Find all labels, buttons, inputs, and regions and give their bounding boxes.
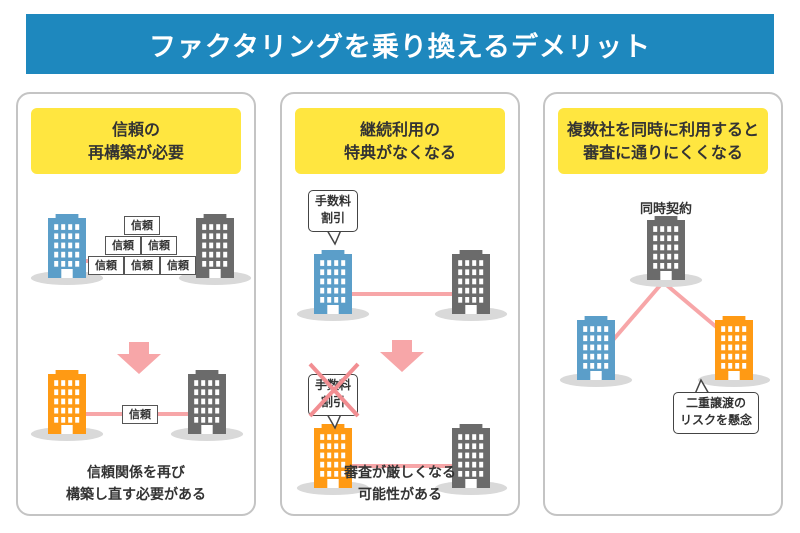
gray-building-icon: [170, 370, 244, 441]
caption-line2: 構築し直す必要がある: [66, 487, 206, 503]
trust-block: 信頼: [105, 236, 141, 255]
simultaneous-contract-label: 同時契約: [639, 202, 692, 217]
panel-heading-line1: 信頼の: [111, 120, 160, 139]
lose-benefits-illustration: [296, 229, 508, 495]
trust-block: 信頼: [141, 236, 177, 255]
panel-heading-line2: 再構築が必要: [87, 143, 184, 162]
gray-building-icon: [434, 250, 508, 321]
bubble-line2: リスクを懸念: [679, 413, 752, 427]
panel-heading: 信頼の 再構築が必要: [31, 108, 241, 174]
rebuild-trust-illustration: [30, 214, 252, 441]
trust-block: 信頼: [122, 405, 158, 424]
page-title: ファクタリングを乗り換えるデメリット: [26, 14, 774, 74]
blue-building-icon: [559, 316, 633, 387]
panel-screening: 複数社を同時に利用すると 審査に通りにくくなる 同時契約 二重譲渡の リスクを懸…: [543, 92, 783, 516]
down-arrow-icon: [380, 340, 424, 372]
panel-lose-benefits: 継続利用の 特典がなくなる 手数料 割引 手数料 割引 審査が厳しくなる 可能性…: [280, 92, 520, 516]
trust-block: 信頼: [124, 216, 160, 235]
gray-building-icon: [178, 214, 252, 285]
panel-heading-line2: 特典がなくなる: [343, 143, 456, 162]
orange-building-icon: [296, 424, 370, 495]
panel-rebuild-trust: 信頼の 再構築が必要 信頼 信頼 信頼 信頼 信頼 信頼 信頼 信頼関係を再び …: [16, 92, 256, 516]
orange-building-icon: [697, 316, 771, 387]
trust-block: 信頼: [124, 256, 160, 275]
blue-building-icon: [296, 250, 370, 321]
caption-line2: 可能性がある: [358, 487, 442, 503]
screening-illustration: [559, 216, 771, 395]
bubble-line1: 手数料: [314, 194, 351, 208]
gray-building-icon: [629, 216, 703, 287]
panel-heading-line1: 継続利用の: [359, 120, 440, 139]
caption-line1: 審査が厳しくなる: [344, 465, 456, 481]
blue-building-icon: [30, 214, 104, 285]
panel-caption: 審査が厳しくなる 可能性がある: [282, 462, 518, 506]
panel-caption: 信頼関係を再び 構築し直す必要がある: [18, 462, 254, 506]
down-arrow-icon: [117, 342, 161, 374]
trust-block: 信頼: [160, 256, 196, 275]
double-assignment-bubble: 二重譲渡の リスクを懸念: [673, 392, 759, 434]
panel-heading-line2: 審査に通りにくくなる: [583, 143, 743, 162]
panel-heading-line1: 複数社を同時に利用すると: [566, 120, 759, 139]
discount-bubble: 手数料 割引: [308, 190, 358, 232]
panel-heading: 複数社を同時に利用すると 審査に通りにくくなる: [558, 108, 768, 174]
caption-line1: 信頼関係を再び: [87, 465, 185, 481]
bubble-line1: 二重譲渡の: [685, 396, 746, 410]
panel-heading: 継続利用の 特典がなくなる: [295, 108, 505, 174]
gray-building-icon: [434, 424, 508, 495]
orange-building-icon: [30, 370, 104, 441]
cross-mark-icon: [308, 362, 360, 418]
trust-block: 信頼: [88, 256, 124, 275]
bubble-line2: 割引: [320, 211, 345, 225]
